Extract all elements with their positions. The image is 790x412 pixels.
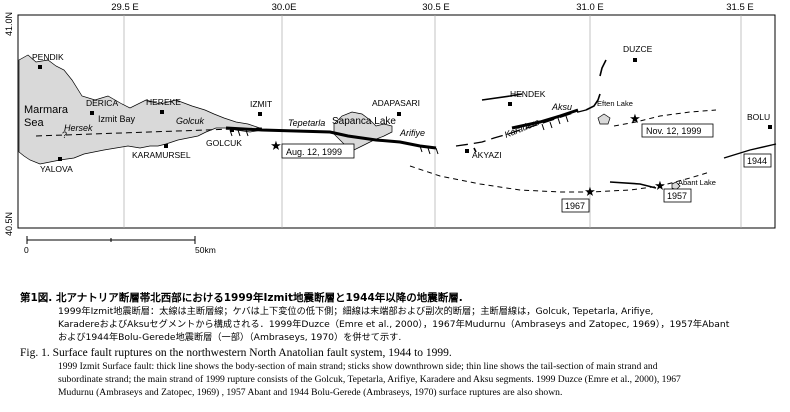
map-frame [17, 14, 776, 229]
caption-line-jp-2: KaradereおよびAksuセグメントから構成される．1999年Duzce（E… [58, 319, 730, 330]
segment-label-karadere: Karadere [503, 117, 541, 140]
caption-line-en-3: Mudurnu (Ambraseys and Zatopec, 1969) , … [58, 387, 563, 398]
city-label-duzce: DUZCE [623, 44, 653, 54]
bolu-gerede-1944-rupture [723, 143, 777, 159]
scale-label-zero: 0 [24, 245, 29, 255]
city-label-bolu: BOLU [747, 112, 770, 122]
lake-label-sapanca: Sapanca Lake [332, 116, 396, 127]
caption-line-jp-3: および1944年Bolu-Gerede地震断層（一部）（Ambraseys, 1… [58, 332, 402, 343]
event-label-nov-1999: Nov. 12, 1999 [646, 126, 701, 136]
segment-label-golcuk: Golcuk [176, 116, 205, 126]
lake-label-eften: Eften Lake [597, 99, 633, 108]
lon-label-31-0: 31.0 E [576, 2, 603, 13]
lat-label-bottom: 40.5N [4, 212, 14, 236]
event-label-1944: 1944 [747, 156, 767, 166]
epicenter-stars: ★ ★ ★ ★ [270, 112, 666, 200]
city-label-pendik: PENDIK [32, 52, 64, 62]
city-label-hereke: HEREKE [146, 97, 181, 107]
question-mark: ? [62, 130, 67, 140]
feature-label-izmit-bay: Izmit Bay [98, 114, 136, 124]
segment-label-tepetarla: Tepetarla [288, 118, 325, 128]
city-label-derica: DERICA [86, 98, 118, 108]
event-label-1957: 1957 [667, 191, 687, 201]
city-label-hendek: HENDEK [510, 89, 546, 99]
marmara-sea-and-izmit-bay [18, 54, 681, 191]
caption-line-en-2: subordinate strand; the main strand of 1… [58, 374, 681, 385]
city-label-izmit: IZMIT [250, 99, 272, 109]
event-label-aug-1999: Aug. 12, 1999 [286, 147, 342, 157]
duzce-1999-rupture [613, 109, 717, 127]
scale-label-end: 50km [195, 245, 216, 255]
city-markers [38, 58, 772, 161]
caption-line-en-1: 1999 Izmit Surface fault: thick line sho… [58, 361, 658, 372]
segment-label-arifiye: Arifiye [399, 128, 425, 138]
city-label-golcuk: GOLCUK [206, 138, 242, 148]
lon-label-29-5: 29.5 E [111, 2, 138, 13]
abant-lake-shape [671, 181, 681, 191]
fault-map: 29.5 E 30.0E 30.5 E 31.0 E 31.5 E 41.0N … [4, 2, 777, 255]
city-label-yalova: YALOVA [40, 164, 73, 174]
lat-label-top: 41.0N [4, 12, 14, 36]
lon-label-31-5: 31.5 E [726, 2, 753, 13]
city-label-adapasari: ADAPASARI [372, 98, 420, 108]
segment-label-aksu: Aksu [551, 102, 572, 112]
lon-label-30-5: 30.5 E [422, 2, 449, 13]
lake-label-abant: Abant Lake [678, 178, 716, 187]
caption-line-jp-1: 1999年Izmit地震断層：太線は主断層線；ケバは上下変位の低下側；細線は末端… [58, 306, 654, 317]
sea-label-line1: Marmara [24, 104, 69, 116]
scale-bar [26, 236, 196, 244]
caption-title-jp: 第1図. 北アナトリア断層帯北西部における1999年Izmit地震断層と1944… [20, 292, 463, 304]
sea-label-line2: Sea [24, 117, 44, 129]
abant-1957-rupture [609, 181, 657, 189]
event-label-1967: 1967 [565, 201, 585, 211]
eften-lake-shape [597, 113, 611, 125]
city-label-karamursel: KARAMURSEL [132, 150, 191, 160]
segment-label-hersek: Hersek [64, 123, 93, 133]
epicenter-star-izmit: ★ [270, 139, 282, 154]
city-label-akyazi: AKYAZI [472, 150, 502, 160]
lon-label-30-0: 30.0E [272, 2, 297, 13]
caption-title-en: Fig. 1. Surface fault ruptures on the no… [20, 347, 452, 359]
epicenter-star-mudurnu: ★ [584, 185, 596, 200]
izmit-1999-rupture [35, 59, 607, 155]
epicenter-star-abant: ★ [654, 179, 666, 194]
event-boxes: Aug. 12, 1999 Nov. 12, 1999 1967 1957 19… [281, 123, 772, 213]
epicenter-star-duzce: ★ [629, 112, 641, 127]
